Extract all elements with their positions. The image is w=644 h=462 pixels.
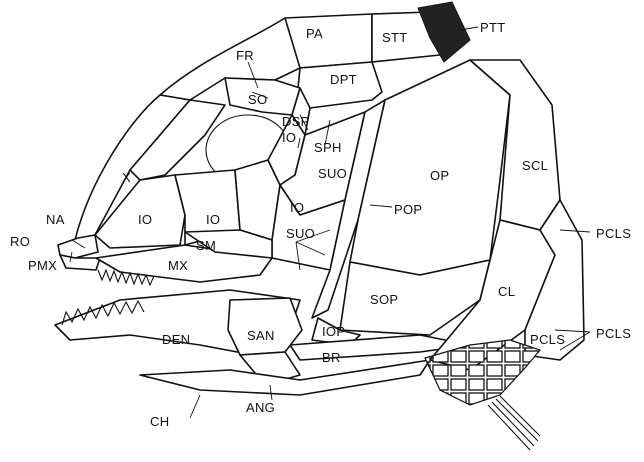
premaxilla-bone [60, 255, 100, 270]
label-SO: SO [248, 92, 267, 107]
label-NA: NA [46, 212, 65, 227]
label-CH: CH [150, 414, 169, 429]
label-ANG: ANG [246, 400, 275, 415]
label-SOP: SOP [370, 292, 398, 307]
label-DPT: DPT [330, 72, 357, 87]
label-IO-a: IO [138, 212, 152, 227]
label-IOP: IOP [322, 324, 345, 339]
label-POP: POP [394, 202, 422, 217]
label-SPH: SPH [314, 140, 342, 155]
label-SUO-b: SUO [286, 226, 315, 241]
label-OP: OP [430, 168, 449, 183]
label-X: X [122, 170, 131, 185]
label-SAN: SAN [247, 328, 275, 343]
label-MX: MX [168, 258, 188, 273]
label-PTT: PTT [480, 20, 505, 35]
label-RO: RO [10, 234, 30, 249]
label-SM: SM [196, 238, 216, 253]
label-IO-c: IO [290, 200, 304, 215]
label-SCL: SCL [522, 158, 548, 173]
label-DSP: DSP [282, 114, 310, 129]
label-PA: PA [306, 26, 323, 41]
label-IO-b: IO [206, 212, 220, 227]
pectoral-fin [488, 396, 540, 450]
label-PCLS-b: PCLS [530, 332, 565, 347]
label-DEN: DEN [162, 332, 190, 347]
label-STT: STT [382, 30, 407, 45]
rostral-bone [58, 235, 98, 258]
label-PCLS-a: PCLS [596, 226, 631, 241]
label-IO-upper: IO [282, 130, 296, 145]
label-CL: CL [498, 284, 515, 299]
label-FR: FR [236, 48, 254, 63]
label-SUO-a: SUO [318, 166, 347, 181]
label-PMX: PMX [28, 258, 57, 273]
label-PCLS-c: PCLS [596, 326, 631, 341]
label-BR: BR [322, 350, 341, 365]
